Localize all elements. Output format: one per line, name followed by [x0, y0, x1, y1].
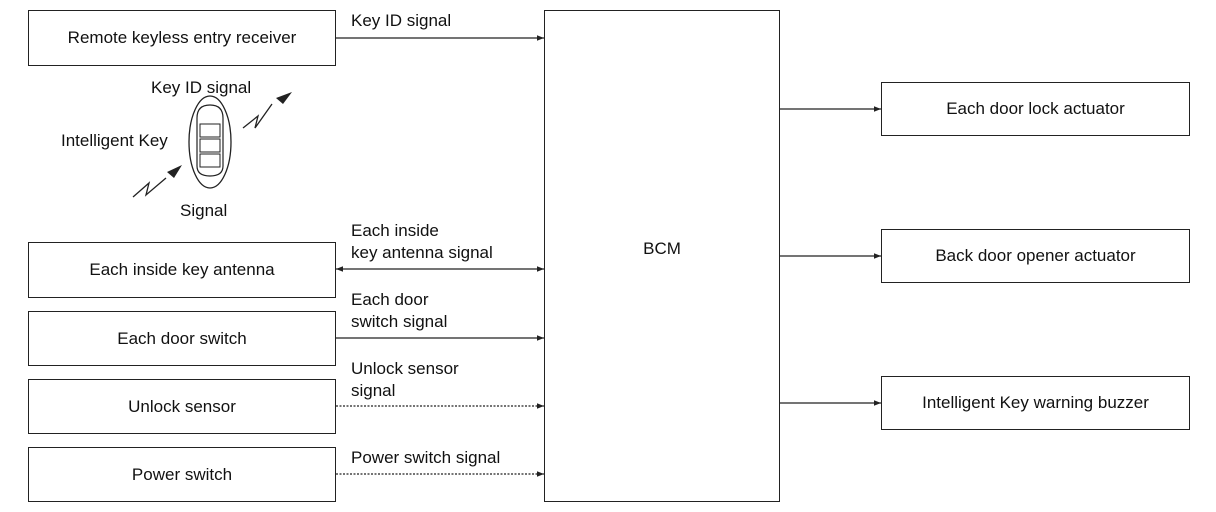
label-line: Unlock sensor	[351, 359, 459, 378]
intelligent-key-icon	[188, 95, 232, 189]
block-label: Unlock sensor	[128, 396, 236, 416]
label-line: Each door	[351, 290, 429, 309]
block-label: Each door switch	[117, 328, 247, 348]
block-label: Each inside key antenna	[89, 260, 275, 279]
key-id-signal-label: Key ID signal	[151, 78, 252, 97]
unlock-sensor-signal-label: Unlock sensor signal	[351, 358, 459, 402]
block-label: Back door opener actuator	[935, 246, 1136, 265]
label-line: Each inside	[351, 221, 439, 240]
key-signal-label: Signal	[180, 201, 228, 220]
intelligent-key-warning-buzzer-block: Intelligent Key warning buzzer	[881, 376, 1190, 430]
intelligent-key-label: Intelligent Key	[61, 131, 168, 150]
door-switch-signal-label: Each door switch signal	[351, 289, 447, 333]
unlock-sensor-block: Unlock sensor	[28, 379, 336, 434]
block-label: Power switch	[131, 464, 233, 484]
label-line: signal	[351, 381, 396, 400]
power-switch-block: Power switch	[28, 447, 336, 502]
key-id-signal-label: Key ID signal	[351, 11, 452, 30]
bcm-label: BCM	[643, 239, 681, 258]
inside-key-antenna-block: Each inside key antenna	[28, 242, 336, 298]
wireless-signal-icon	[132, 165, 182, 198]
inside-antenna-signal-label: Each inside key antenna signal	[351, 220, 493, 264]
back-door-opener-actuator-block: Back door opener actuator	[881, 229, 1190, 283]
door-lock-actuator-block: Each door lock actuator	[881, 82, 1190, 136]
label-line: key antenna signal	[351, 243, 493, 262]
power-switch-signal-label: Power switch signal	[351, 448, 501, 467]
wireless-signal-icon	[242, 92, 292, 129]
label-line: switch signal	[351, 312, 448, 331]
remote-keyless-entry-receiver-block: Remote keyless entry receiver	[28, 10, 336, 66]
block-label: Remote keyless entry receiver	[67, 28, 297, 47]
door-switch-block: Each door switch	[28, 311, 336, 366]
block-label: Each door lock actuator	[946, 99, 1125, 118]
block-label: Intelligent Key warning buzzer	[922, 393, 1149, 412]
bcm-block: BCM	[544, 10, 780, 502]
